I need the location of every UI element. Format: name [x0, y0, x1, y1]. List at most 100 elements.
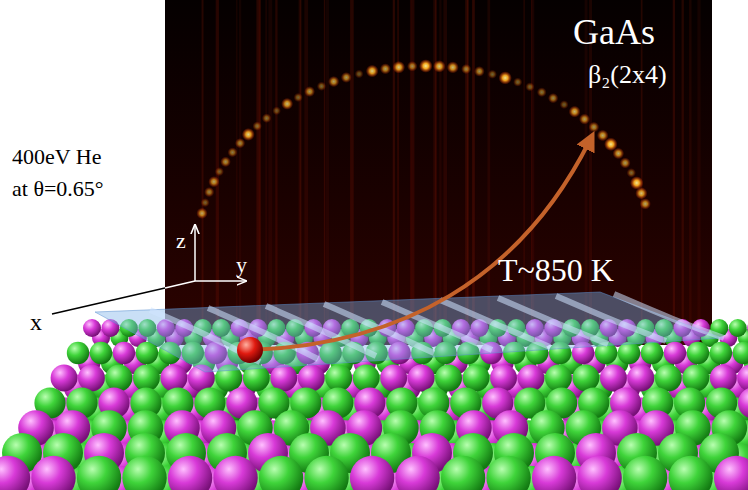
y-axis — [195, 280, 246, 282]
diffraction-spot — [262, 113, 272, 123]
atom-sphere — [737, 365, 748, 392]
atom-sphere — [733, 342, 748, 364]
diffraction-spot — [317, 82, 326, 91]
surface-ridge — [440, 300, 550, 347]
streak — [523, 0, 524, 345]
diffraction-spot — [548, 93, 558, 103]
figure-label: GaAs — [573, 14, 655, 50]
streak — [682, 0, 684, 345]
atom-sphere — [486, 456, 530, 490]
diffraction-image — [165, 0, 712, 345]
diffraction-spot — [252, 121, 262, 131]
atom-sphere — [687, 342, 709, 364]
diffraction-spot — [227, 147, 237, 157]
atom-sphere — [83, 319, 101, 337]
atom-sphere — [641, 342, 663, 364]
streak — [487, 0, 490, 345]
surface-ridge — [614, 294, 724, 338]
diffraction-spot — [380, 63, 391, 74]
atom-sphere — [213, 456, 257, 490]
atom-sphere — [106, 365, 133, 392]
streak — [443, 0, 447, 345]
diffraction-spot — [355, 70, 364, 79]
streak — [324, 0, 325, 345]
figure-label: y — [236, 254, 247, 276]
figure-label: T~850 K — [498, 254, 614, 286]
atom-sphere — [518, 365, 545, 392]
atom-sphere — [618, 342, 640, 364]
diffraction-spot — [304, 86, 315, 97]
diffraction-spot — [208, 176, 219, 187]
diffraction-spot — [294, 93, 303, 102]
diffraction-spot — [328, 76, 339, 87]
diffraction-spot — [419, 59, 433, 73]
atom-sphere — [395, 456, 439, 490]
surface-ridge — [498, 298, 608, 344]
diffraction-spot — [525, 82, 534, 91]
atom-sphere — [435, 365, 462, 392]
diffraction-spot — [447, 61, 459, 73]
atom-sphere — [67, 342, 89, 364]
streak — [472, 0, 475, 345]
diffraction-spot — [392, 61, 405, 74]
figure-label: z — [176, 230, 186, 252]
streak — [393, 0, 395, 345]
atom-sphere — [78, 365, 105, 392]
atom-sphere — [31, 456, 75, 490]
diffraction-spot — [215, 167, 224, 176]
streak — [411, 0, 415, 345]
streak — [673, 0, 675, 345]
diffraction-spot — [613, 148, 625, 160]
atom-sphere — [747, 319, 748, 337]
atom-sphere — [325, 365, 352, 392]
diffraction-spot — [220, 157, 231, 168]
streak — [531, 0, 534, 345]
surface-ridge — [382, 302, 492, 350]
surface-sheet — [95, 292, 722, 372]
diffraction-spot — [488, 70, 497, 79]
atom-sphere — [408, 365, 435, 392]
streak — [202, 0, 204, 345]
atom-sphere — [259, 456, 303, 490]
atom-sphere — [714, 456, 748, 490]
streak — [465, 0, 469, 345]
diffraction-spot — [366, 65, 379, 78]
figure-label: x — [30, 310, 42, 334]
atom-sphere — [304, 456, 348, 490]
atom-sphere — [350, 456, 394, 490]
streak — [472, 0, 474, 345]
atom-sphere — [136, 342, 158, 364]
surface-ridge — [556, 296, 666, 341]
atom-sphere — [627, 365, 654, 392]
diffraction-spot — [407, 61, 418, 72]
trajectory-arrow — [250, 140, 590, 350]
streak — [439, 0, 441, 345]
atom-sphere — [441, 456, 485, 490]
diffraction-spot — [196, 208, 207, 219]
atom-sphere — [463, 365, 490, 392]
atom-sphere — [51, 365, 78, 392]
diffraction-spots — [196, 59, 651, 219]
atom-sphere — [380, 365, 407, 392]
atom-sphere — [490, 365, 517, 392]
streak — [275, 0, 277, 345]
diffraction-spot — [537, 87, 547, 97]
helium-projectile — [237, 337, 263, 363]
x-axis-inner — [165, 281, 195, 288]
potential-surface — [95, 292, 724, 372]
streak — [697, 0, 700, 345]
atom-sphere — [90, 342, 112, 364]
diffraction-spot — [569, 106, 581, 118]
image-glow — [165, 0, 712, 345]
streak — [268, 0, 272, 345]
diffraction-spot — [635, 187, 647, 199]
streak — [256, 0, 259, 345]
diffraction-spot — [620, 157, 631, 168]
atom-sphere — [133, 365, 160, 392]
diffraction-spot — [513, 77, 522, 86]
diffraction-spot — [461, 64, 471, 74]
streak — [397, 0, 399, 345]
diffraction-spot — [341, 72, 352, 83]
atom-sphere — [168, 456, 212, 490]
